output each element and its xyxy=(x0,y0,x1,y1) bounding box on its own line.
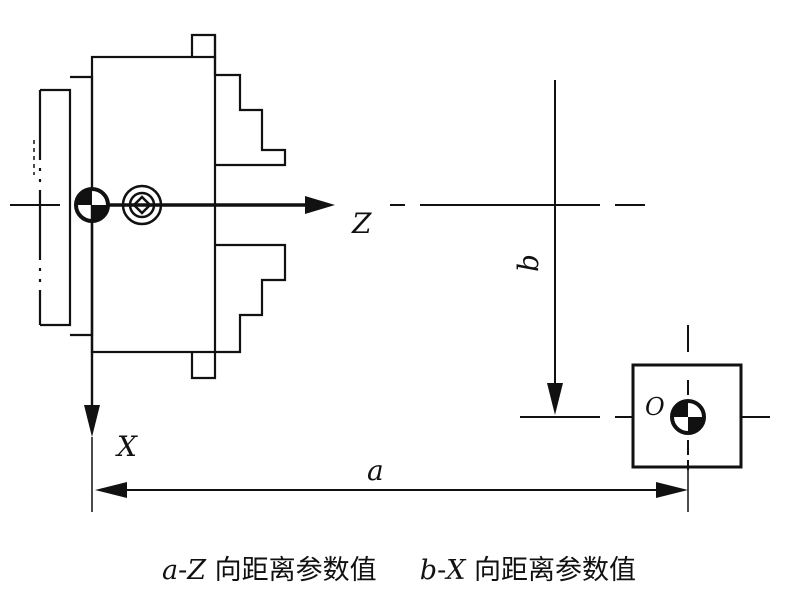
caption-a-text: 向距离参数值 xyxy=(214,555,377,586)
x-axis xyxy=(84,205,100,512)
figure-caption: a-Z 向距离参数值 b-X 向距离参数值 xyxy=(0,548,798,587)
tool-origin-symbol xyxy=(670,399,706,435)
dim-a-arrowhead-right xyxy=(656,482,688,498)
tool-post xyxy=(631,325,770,470)
caption-b-dash: - xyxy=(437,555,447,586)
x-axis-arrowhead xyxy=(84,405,100,437)
caption-a-dash: - xyxy=(178,555,188,586)
dimension-b xyxy=(520,80,633,418)
caption-a-axis: Z xyxy=(187,555,206,586)
caption-b-text: 向距离参数值 xyxy=(474,555,637,586)
caption-b-letter: b xyxy=(419,555,438,586)
dim-b-arrowhead xyxy=(547,383,563,415)
dim-a-arrowhead-left xyxy=(95,482,127,498)
dimension-b-label: b xyxy=(512,254,545,272)
origin-label: O xyxy=(645,393,665,421)
reference-point-symbol xyxy=(121,184,163,226)
caption-b-axis: X xyxy=(446,555,466,586)
dimension-a xyxy=(95,462,689,512)
z-axis-label: Z xyxy=(351,207,372,240)
x-axis-label: X xyxy=(115,430,138,463)
z-axis-arrowhead xyxy=(305,196,335,214)
caption-a-letter: a xyxy=(161,555,179,586)
dimension-a-label: a xyxy=(367,454,384,487)
